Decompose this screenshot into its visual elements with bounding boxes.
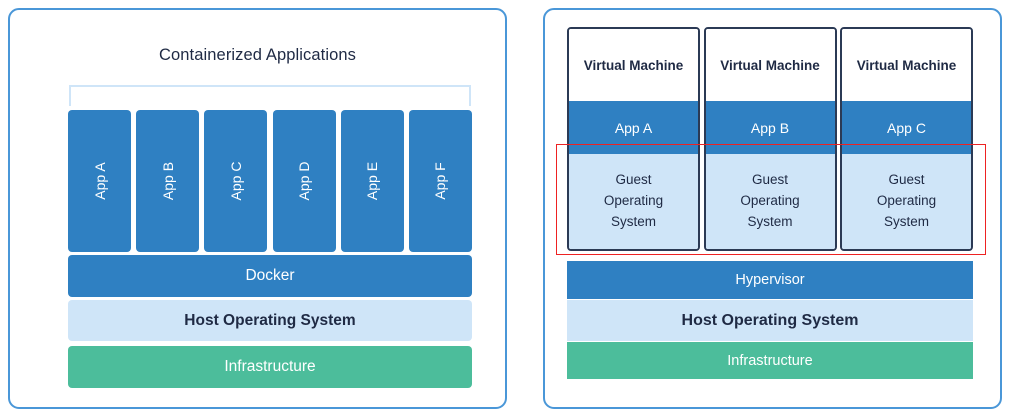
- container-app-a[interactable]: App A: [68, 110, 131, 252]
- container-app-a-label: App A: [91, 162, 108, 200]
- container-app-d[interactable]: App D: [272, 110, 336, 252]
- container-app-c-label: App C: [227, 161, 244, 201]
- virtual-machine-2-guest-os: Guest Operating System: [705, 154, 835, 249]
- container-app-e[interactable]: App E: [340, 110, 404, 252]
- virtual-machine-2[interactable]: Virtual Machine App B Guest Operating Sy…: [703, 27, 837, 251]
- infrastructure-layer-right[interactable]: Infrastructure: [567, 342, 973, 379]
- containers-grouping-bracket: [69, 85, 471, 106]
- infrastructure-layer-left[interactable]: Infrastructure: [68, 346, 472, 388]
- host-operating-system-layer-right[interactable]: Host Operating System: [567, 300, 973, 341]
- virtual-machine-3[interactable]: Virtual Machine App C Guest Operating Sy…: [840, 27, 973, 251]
- hypervisor-layer[interactable]: Hypervisor: [567, 261, 973, 299]
- container-app-f[interactable]: App F: [408, 110, 472, 252]
- virtual-machine-1[interactable]: Virtual Machine App A Guest Operating Sy…: [567, 27, 700, 251]
- virtual-machines-row: Virtual Machine App A Guest Operating Sy…: [567, 27, 973, 251]
- containers-panel-title: Containerized Applications: [158, 46, 357, 64]
- virtual-machine-3-title: Virtual Machine: [842, 29, 971, 101]
- host-operating-system-layer-left[interactable]: Host Operating System: [68, 300, 472, 341]
- virtual-machine-2-title: Virtual Machine: [705, 29, 835, 101]
- container-app-d-label: App D: [296, 161, 313, 201]
- docker-layer[interactable]: Docker: [68, 255, 472, 297]
- virtual-machine-3-guest-os: Guest Operating System: [842, 154, 971, 249]
- virtual-machine-1-title: Virtual Machine: [569, 29, 698, 101]
- virtual-machine-1-guest-os: Guest Operating System: [569, 154, 698, 249]
- container-app-f-label: App F: [432, 162, 449, 200]
- container-app-b-label: App B: [159, 161, 176, 201]
- container-apps-row: App A App B App C App D App E App F: [68, 110, 472, 252]
- virtual-machine-3-app: App C: [842, 101, 971, 154]
- container-app-b[interactable]: App B: [136, 110, 200, 252]
- virtual-machine-2-app: App B: [705, 101, 835, 154]
- container-app-c[interactable]: App C: [204, 110, 268, 252]
- containers-panel: Containerized Applications App A App B A…: [8, 8, 507, 409]
- container-app-e-label: App E: [364, 161, 381, 201]
- virtual-machine-1-app: App A: [569, 101, 698, 154]
